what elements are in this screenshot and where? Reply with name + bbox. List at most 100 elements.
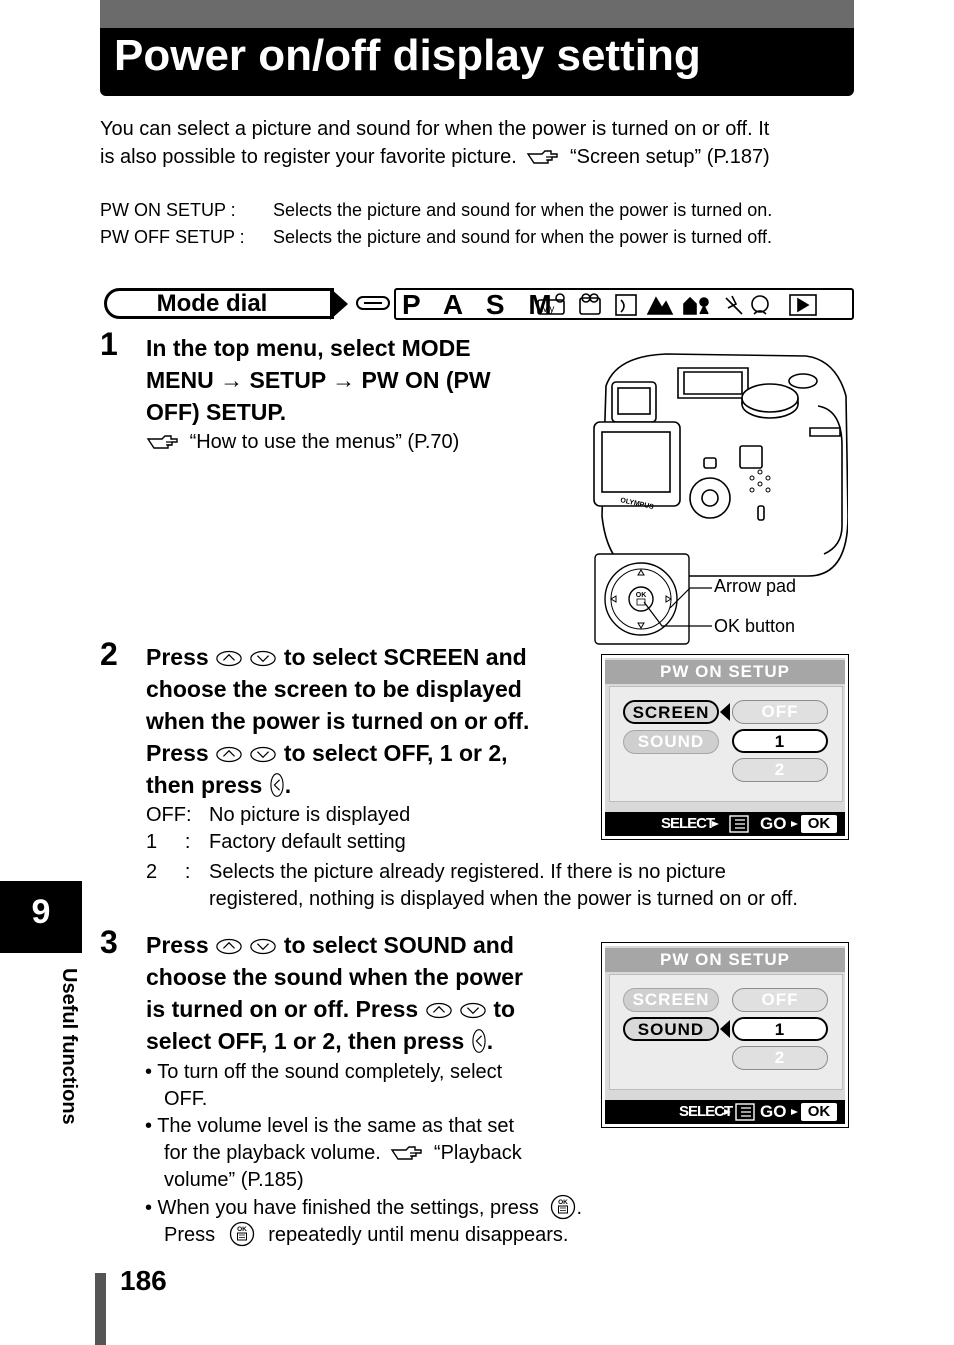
period: . xyxy=(284,772,292,798)
definition-term: PW OFF SETUP : xyxy=(100,227,245,247)
step-3-instruction: Press to select SOUND and choose the sou… xyxy=(146,929,586,1057)
mode-dial-bar: Mode dial P A S M My xyxy=(104,287,856,321)
arrow-pad-inset: OK xyxy=(594,553,690,645)
ok-label: OK xyxy=(636,592,647,599)
bullet-volume: • The volume level is the same as that s… xyxy=(145,1115,515,1137)
step-2-line-3: when the power is turned on or off. xyxy=(146,708,530,734)
step-1-reference-link[interactable]: “How to use the menus” (P.70) xyxy=(189,431,460,453)
step-2-line-2: choose the screen to be displayed xyxy=(146,676,522,702)
ok-key-label: OK xyxy=(801,815,837,833)
chapter-number: 9 xyxy=(31,893,51,931)
arrow-right-icon xyxy=(724,1109,731,1115)
option-1[interactable]: 1 xyxy=(732,729,828,753)
mode-dial-label: Mode dial xyxy=(104,288,334,319)
down-arrow-button-icon xyxy=(249,746,277,763)
definition-desc: Selects the picture and sound for when t… xyxy=(273,227,772,247)
step-3-line-4: select OFF, 1 or 2, then press . xyxy=(146,1025,586,1057)
arrow-right-icon xyxy=(791,1109,798,1115)
step-3-line-2: choose the sound when the power xyxy=(146,964,523,990)
step-1-line: In the top menu, select MODE xyxy=(146,335,471,361)
ok-button-icon xyxy=(550,1194,576,1220)
callout-lines xyxy=(643,587,712,627)
press-text: Press xyxy=(146,644,209,670)
sports-icon xyxy=(725,295,743,315)
left-arrow-button-icon xyxy=(269,772,285,798)
bullet-sound-off: • To turn off the sound completely, sele… xyxy=(145,1061,503,1083)
night-scene-icon xyxy=(615,294,637,316)
definition-pw-on: PW ON SETUP : Selects the picture and sou… xyxy=(100,197,772,224)
arrow-right-icon xyxy=(791,821,798,827)
option-2[interactable]: 2 xyxy=(732,758,828,782)
down-arrow-button-icon xyxy=(249,650,277,667)
bullet-text: Press xyxy=(164,1224,216,1246)
period: . xyxy=(486,1028,494,1054)
up-arrow-button-icon xyxy=(215,938,243,955)
chapter-label: Useful functions xyxy=(52,968,82,1168)
lcd-header: PW ON SETUP xyxy=(605,948,845,972)
step-1-line: MENU → SETUP → PW ON (PW xyxy=(146,367,491,393)
step-2-option-off: OFF:No picture is displayed xyxy=(146,802,410,829)
arrow-pad-label: Arrow pad xyxy=(714,576,797,596)
left-arrow-button-icon xyxy=(471,1028,487,1054)
select-label: SELECT xyxy=(679,1103,733,1120)
playback-icon xyxy=(789,294,817,316)
title-top-strip xyxy=(100,0,854,28)
lcd-header: PW ON SETUP xyxy=(605,660,845,684)
lcd-footer: SELECT GO OK xyxy=(605,812,845,836)
step-text: is turned on or off. Press xyxy=(146,996,419,1022)
screen-menu-item[interactable]: SCREEN xyxy=(623,700,719,724)
my-mode-icon xyxy=(537,299,565,315)
step-1-number: 1 xyxy=(100,326,118,362)
press-text: then press xyxy=(146,772,263,798)
option-text: Selects the picture already registered. … xyxy=(209,861,726,883)
intro-reference-link[interactable]: “Screen setup” (P.187) xyxy=(569,146,770,168)
option-key: 2 : xyxy=(146,861,191,883)
up-arrow-button-icon xyxy=(215,746,243,763)
bullet-sound-off-cont: OFF. xyxy=(164,1088,208,1110)
definition-pw-off: PW OFF SETUP : Selects the picture and so… xyxy=(100,224,772,251)
option-off[interactable]: OFF xyxy=(732,700,828,724)
definition-term: PW ON SETUP : xyxy=(100,200,236,220)
bullet-finish-cont: Press repeatedly until menu disappears. xyxy=(164,1221,568,1249)
chapter-label-text: Useful functions xyxy=(58,968,80,1125)
reference-hand-icon xyxy=(146,434,180,450)
step-text: to select SOUND and xyxy=(283,932,514,958)
page-number-bar xyxy=(95,1273,106,1345)
ok-key-label: OK xyxy=(801,1103,837,1121)
selection-cursor-icon xyxy=(720,1020,730,1038)
ok-button-label: OK button xyxy=(714,616,796,636)
option-1[interactable]: 1 xyxy=(732,1017,828,1041)
sound-menu-item[interactable]: SOUND xyxy=(623,1017,719,1041)
down-arrow-button-icon xyxy=(249,938,277,955)
step-2-line-5: then press . xyxy=(146,769,586,801)
page-number: 186 xyxy=(120,1265,167,1296)
selection-cursor-icon xyxy=(720,703,730,721)
step-3-line-3: is turned on or off. Press to xyxy=(146,993,586,1025)
chapter-tab: 9 xyxy=(0,881,82,953)
page-title: Power on/off display setting xyxy=(114,31,701,80)
step-2-number: 2 xyxy=(100,636,118,672)
mode-dial-arrow-icon xyxy=(330,288,348,320)
playback-volume-reference[interactable]: “Playback xyxy=(433,1142,522,1164)
down-arrow-button-icon xyxy=(459,1002,487,1019)
step-2-option-2: 2 : Selects the picture already registere… xyxy=(146,859,726,886)
option-2[interactable]: 2 xyxy=(732,1046,828,1070)
up-arrow-button-icon xyxy=(425,1002,453,1019)
definition-desc: Selects the picture and sound for when t… xyxy=(273,200,773,220)
landscape-portrait-icon xyxy=(683,296,697,315)
step-text: to select SCREEN and xyxy=(283,644,527,670)
menu-button-icon xyxy=(735,1103,755,1121)
lcd-inner: PW ON SETUP SCREEN SOUND OFF 1 2 SELECT … xyxy=(605,946,845,1124)
step-3-number: 3 xyxy=(100,924,118,960)
lcd-inner: PW ON SETUP SCREEN SOUND OFF 1 2 SELECT … xyxy=(605,658,845,836)
bullet-finish: • When you have finished the settings, p… xyxy=(145,1194,582,1222)
card-icon xyxy=(356,296,390,310)
go-label: GO xyxy=(760,1102,787,1121)
step-text: select OFF, 1 or 2, then press xyxy=(146,1028,465,1054)
sound-menu-item[interactable]: SOUND xyxy=(623,730,719,754)
screen-menu-item[interactable]: SCREEN xyxy=(623,988,719,1012)
intro-line-2: is also possible to register your favori… xyxy=(100,143,860,171)
option-off[interactable]: OFF xyxy=(732,988,828,1012)
option-text: No picture is displayed xyxy=(209,804,411,826)
intro-line-2-text: is also possible to register your favori… xyxy=(100,146,517,168)
